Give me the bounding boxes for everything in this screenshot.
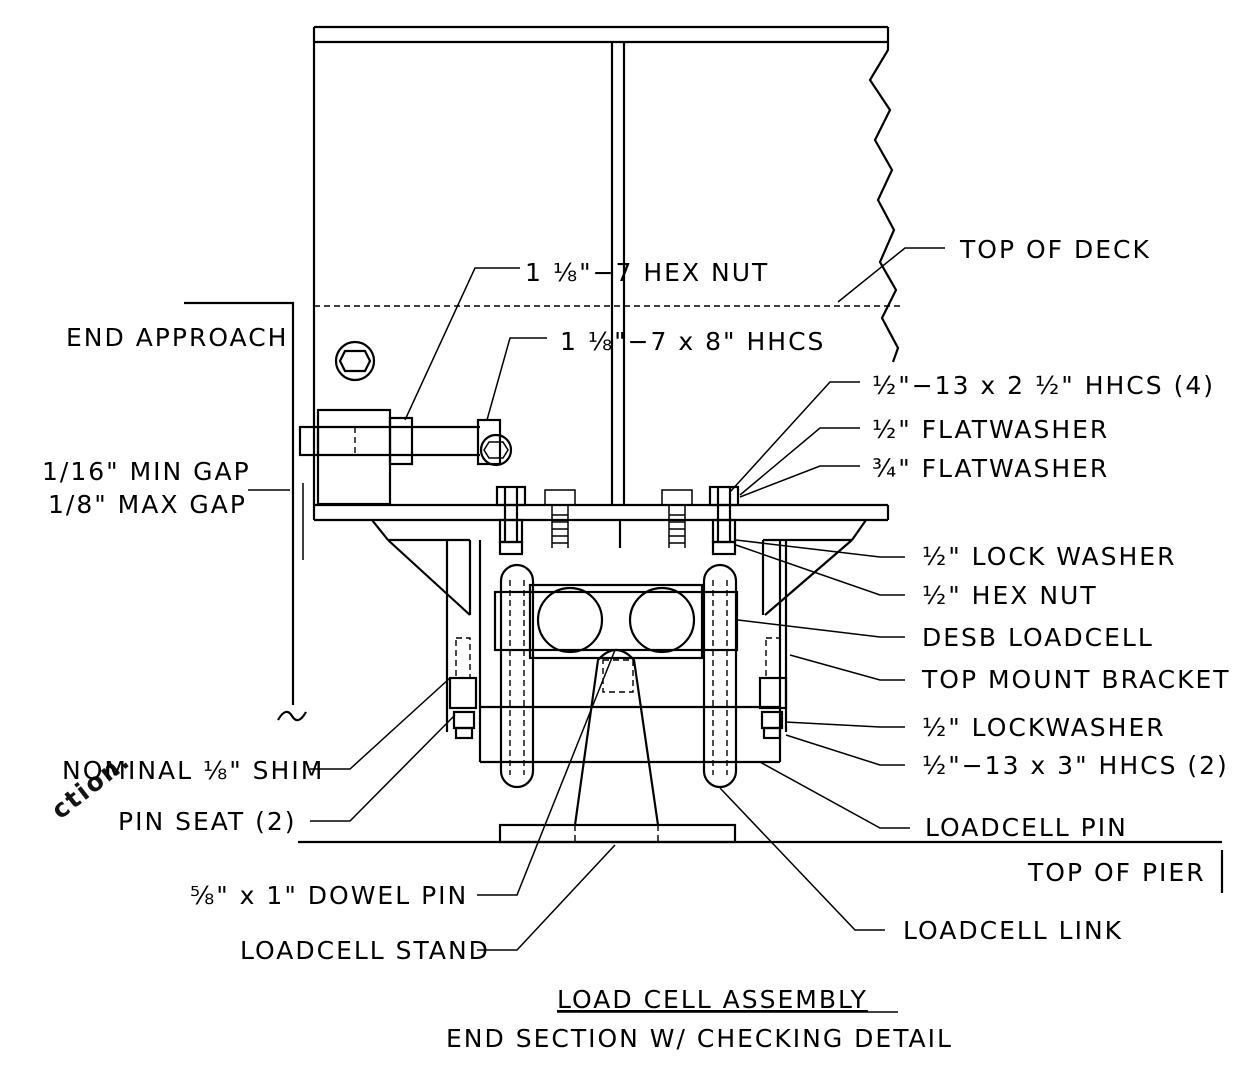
label-hhcs-half-2: ½"−13 x 3" HHCS (2) [922, 751, 1229, 780]
label-max-gap: 1/8" MAX GAP [48, 490, 247, 519]
label-end-approach: END APPROACH [66, 323, 288, 352]
label-hhcs-8: 1 ⅛"−7 x 8" HHCS [560, 327, 825, 356]
label-desb-loadcell: DESB LOADCELL [922, 623, 1154, 652]
label-nominal-shim: NOMINAL ⅛" SHIM [62, 756, 324, 785]
label-hhcs-half-4: ½"−13 x 2 ½" HHCS (4) [872, 371, 1215, 400]
gap-marker [302, 483, 319, 560]
drawing-subtitle: END SECTION W/ CHECKING DETAIL [446, 1024, 953, 1053]
label-loadcell-stand: LOADCELL STAND [240, 936, 490, 965]
label-top-of-deck: TOP OF DECK [959, 235, 1151, 264]
end-approach-slab [184, 301, 307, 722]
loadcell [493, 583, 739, 660]
label-hex-nut-half: ½" HEX NUT [922, 581, 1098, 610]
label-lockwasher: ½" LOCKWASHER [922, 713, 1166, 742]
label-min-gap: 1/16" MIN GAP [42, 457, 251, 486]
label-lock-washer: ½" LOCK WASHER [922, 542, 1176, 571]
label-dowel-pin: ⅝" x 1" DOWEL PIN [190, 881, 468, 910]
hex-bolt-head [334, 340, 376, 382]
top-of-pier [298, 840, 1224, 893]
loadcell-stand [498, 648, 737, 844]
checking-block [298, 408, 513, 506]
label-loadcell-link: LOADCELL LINK [903, 916, 1123, 945]
drawing-title: LOAD CELL ASSEMBLY [557, 985, 868, 1014]
label-top-mount-bracket: TOP MOUNT BRACKET [921, 665, 1231, 694]
label-pin-seat: PIN SEAT (2) [118, 807, 297, 836]
flange-bolts [495, 485, 740, 556]
label-loadcell-pin: LOADCELL PIN [925, 813, 1128, 842]
loadcell-links [499, 563, 738, 789]
label-top-of-pier: TOP OF PIER [1027, 858, 1206, 887]
leader-lines [248, 247, 945, 951]
top-mount-bracket-right [758, 519, 867, 762]
top-mount-bracket-left [371, 519, 780, 764]
girder [312, 25, 902, 522]
labels: 1 ⅛"−7 HEX NUT 1 ⅛"−7 x 8" HHCS TOP OF D… [42, 235, 1231, 1053]
label-flatwasher-3q: ¾" FLATWASHER [872, 454, 1109, 483]
label-flatwasher-half: ½" FLATWASHER [872, 415, 1109, 444]
label-hex-nut: 1 ⅛"−7 HEX NUT [525, 258, 769, 287]
